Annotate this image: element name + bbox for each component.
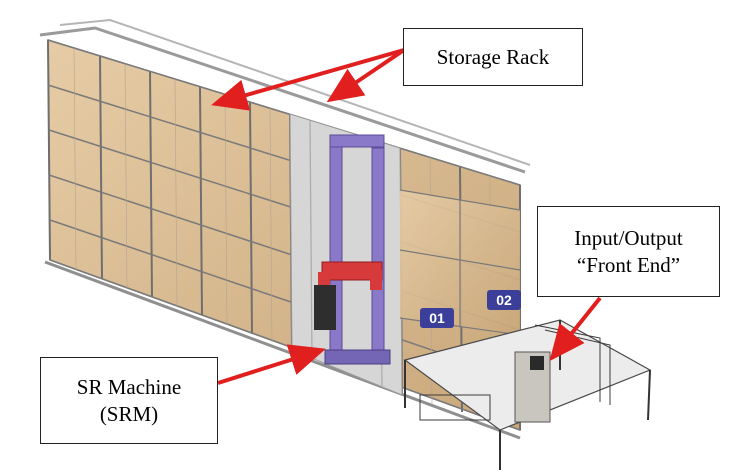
sr-machine-label-line1: SR Machine (76, 375, 182, 400)
storage-rack-label: Storage Rack (436, 44, 550, 69)
arrow-to-rack-top-right (326, 48, 406, 103)
sr-machine-callout: SR Machine (SRM) (40, 357, 218, 444)
callout-arrows (211, 48, 602, 385)
input-output-callout: Input/Output “Front End” (537, 206, 720, 297)
arrow-to-front-end (549, 296, 602, 362)
storage-rack-callout: Storage Rack (403, 28, 583, 86)
input-output-label-line2: “Front End” (576, 252, 681, 277)
sr-machine-crane (314, 134, 391, 365)
input-output-label-line1: Input/Output (574, 226, 683, 251)
storage-rack-right (399, 189, 521, 336)
rack-plate-02-label: 02 (496, 292, 512, 308)
rack-plate-01: 01 (420, 308, 454, 328)
rack-plate-01-label: 01 (429, 310, 445, 326)
sr-machine-label-line2: (SRM) (99, 401, 159, 426)
arrow-to-sr-machine (217, 344, 326, 385)
arrow-to-rack-top-left (211, 48, 405, 111)
front-end-station (403, 319, 652, 470)
rack-plate-02: 02 (487, 290, 521, 310)
